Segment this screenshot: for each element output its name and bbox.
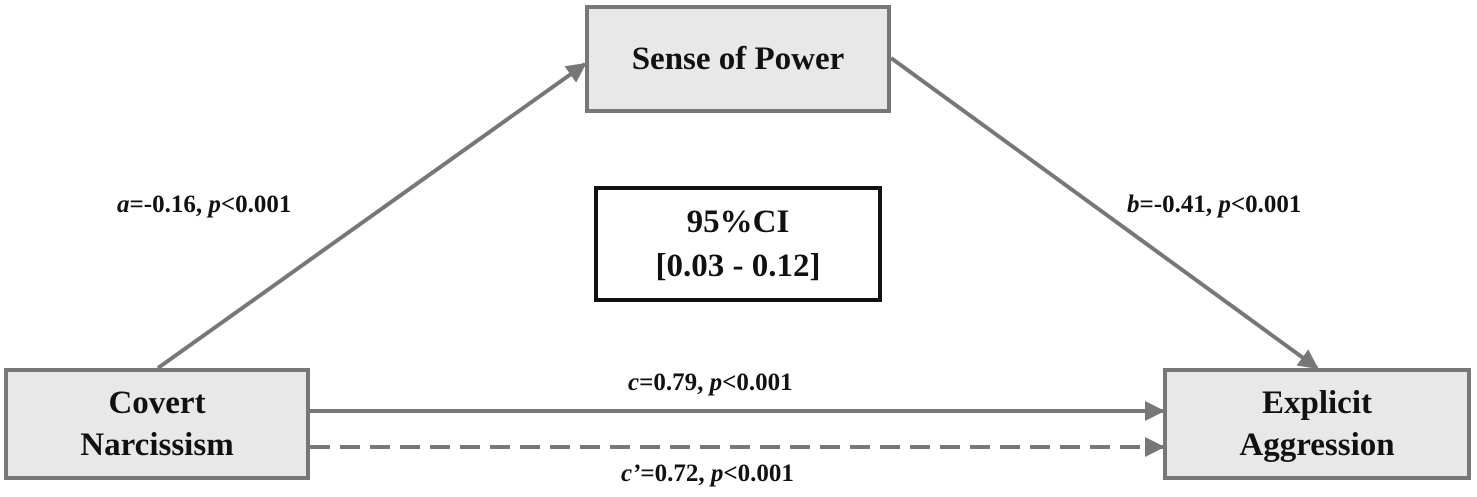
path-a-p-symbol: p [208, 191, 221, 218]
mediator-box-sense-of-power: Sense of Power [585, 5, 891, 113]
path-c-prime-label: c’=0.72, p<0.001 [621, 459, 794, 489]
path-c-prime-symbol: c’ [621, 460, 641, 487]
path-c-p-value: <0.001 [722, 369, 793, 396]
path-b-coefficient: =-0.41, [1139, 191, 1219, 218]
path-c-prime-coefficient: =0.72, [640, 460, 711, 487]
predictor-label-line2: Narcissism [80, 427, 234, 463]
outcome-box-explicit-aggression: Explicit Aggression [1163, 368, 1471, 480]
path-b-p-symbol: p [1218, 191, 1231, 218]
predictor-label-line1: Covert [108, 385, 206, 421]
outcome-label-line1: Explicit [1261, 385, 1372, 421]
path-b-label: b=-0.41, p<0.001 [1127, 190, 1301, 220]
ci-title: 95%CI [686, 204, 790, 240]
mediator-label: Sense of Power [631, 41, 845, 77]
predictor-box-covert-narcissism: Covert Narcissism [4, 368, 310, 480]
path-a-label: a=-0.16, p<0.001 [117, 190, 291, 220]
path-c-p-symbol: p [709, 369, 723, 396]
confidence-interval-box: 95%CI [0.03 - 0.12] [594, 186, 882, 302]
path-a-p-value: <0.001 [220, 191, 292, 218]
path-b-arrow [889, 56, 1319, 370]
ci-range: [0.03 - 0.12] [655, 248, 821, 284]
path-c-prime-p-value: <0.001 [723, 460, 794, 487]
outcome-label-line2: Aggression [1239, 427, 1395, 463]
path-c-prime-p-symbol: p [710, 460, 724, 487]
path-c-coefficient: =0.79, [639, 369, 710, 396]
path-a-symbol: a [117, 191, 130, 218]
path-c-symbol: c [628, 369, 640, 396]
path-c-label: c=0.79, p<0.001 [628, 368, 793, 398]
path-b-symbol: b [1127, 191, 1140, 218]
path-a-arrow [156, 62, 587, 370]
path-a-coefficient: =-0.16, [129, 191, 209, 218]
path-b-p-value: <0.001 [1230, 191, 1302, 218]
